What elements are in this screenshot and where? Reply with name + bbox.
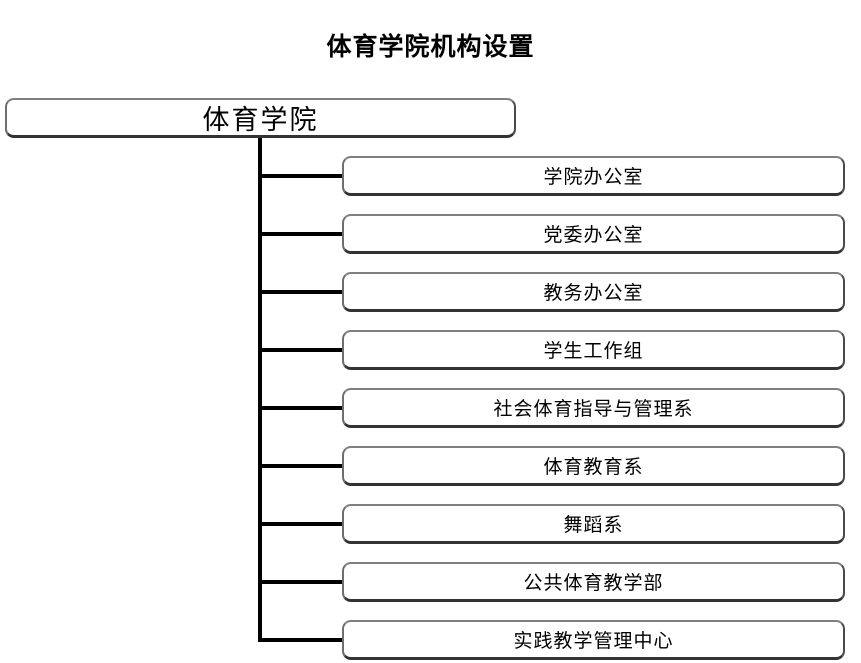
branch-connector-3	[258, 290, 344, 294]
node-academic-affairs-office[interactable]: 教务办公室	[342, 272, 845, 312]
page-title: 体育学院机构设置	[0, 27, 861, 63]
branch-connector-6	[258, 464, 344, 468]
node-practice-teaching-management-center[interactable]: 实践教学管理中心	[342, 620, 845, 660]
node-dance-dept[interactable]: 舞蹈系	[342, 504, 845, 544]
branch-connector-2	[258, 232, 344, 236]
chart-title-text: 体育学院机构设置	[326, 32, 535, 61]
node-label: 体育教育系	[543, 456, 644, 478]
branch-connector-8	[258, 580, 344, 584]
branch-connector-5	[258, 406, 344, 410]
node-label: 舞蹈系	[563, 514, 624, 536]
branch-connector-4	[258, 348, 344, 352]
node-label: 学生工作组	[543, 340, 644, 362]
node-physical-education-dept[interactable]: 体育教育系	[342, 446, 845, 486]
node-label: 实践教学管理中心	[513, 630, 674, 652]
trunk-connector-line	[258, 138, 262, 641]
node-label: 学院办公室	[543, 166, 644, 188]
node-party-committee-office[interactable]: 党委办公室	[342, 214, 845, 254]
node-social-sports-guidance-management-dept[interactable]: 社会体育指导与管理系	[342, 388, 845, 428]
node-label: 教务办公室	[543, 282, 644, 304]
branch-connector-7	[258, 522, 344, 526]
root-node-sports-college[interactable]: 体育学院	[5, 98, 516, 138]
node-label: 党委办公室	[543, 224, 644, 246]
branch-connector-1	[258, 174, 344, 178]
node-student-work-group[interactable]: 学生工作组	[342, 330, 845, 370]
node-label: 社会体育指导与管理系	[493, 398, 694, 420]
root-node-label: 体育学院	[202, 105, 319, 136]
branch-connector-9	[258, 638, 344, 642]
node-label: 公共体育教学部	[523, 572, 664, 594]
node-college-office[interactable]: 学院办公室	[342, 156, 845, 196]
node-public-pe-teaching-dept[interactable]: 公共体育教学部	[342, 562, 845, 602]
